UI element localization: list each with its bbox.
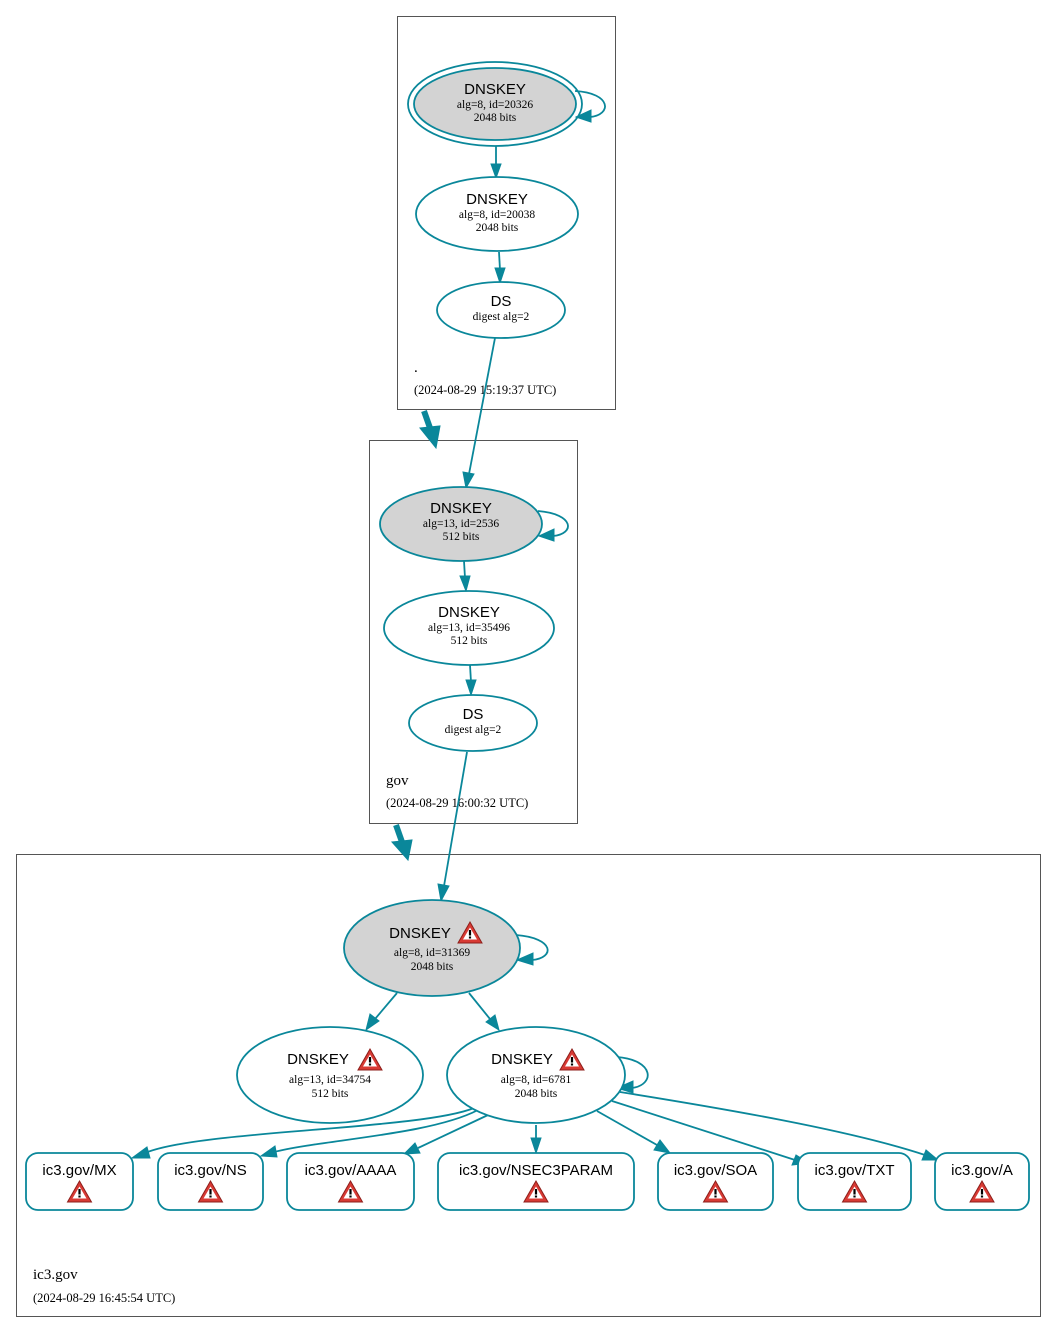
rrset-txt: ic3.gov/TXT xyxy=(797,1152,912,1211)
node-root-ksk: DNSKEY alg=8, id=20326 2048 bits xyxy=(407,61,583,147)
node-ic3-ksk: DNSKEY alg=8, id=31369 2048 bits xyxy=(343,899,521,997)
node-detail: alg=8, id=20326 xyxy=(457,99,533,111)
edges xyxy=(130,90,940,1166)
zone-root-box xyxy=(397,16,616,410)
node-size: 512 bits xyxy=(451,635,488,647)
node-root-ds: DS digest alg=2 xyxy=(436,281,566,339)
node-title: DS xyxy=(463,706,484,723)
rrset-label: ic3.gov/AAAA xyxy=(305,1162,397,1179)
node-title: DNSKEY xyxy=(466,191,528,208)
node-ic3-key13: DNSKEY alg=13, id=34754 512 bits xyxy=(236,1026,424,1124)
node-detail: alg=13, id=34754 xyxy=(289,1074,371,1086)
node-title: DNSKEY xyxy=(438,604,500,621)
node-size: 2048 bits xyxy=(515,1088,558,1100)
delegation-arrow-root-gov xyxy=(419,410,441,450)
zone-ic3-box xyxy=(16,854,1041,1317)
node-title: DNSKEY xyxy=(430,500,492,517)
rrset-nsec3param: ic3.gov/NSEC3PARAM xyxy=(437,1152,635,1211)
zone-ic3-name: ic3.gov xyxy=(33,1267,78,1283)
rrset-label: ic3.gov/MX xyxy=(42,1162,116,1179)
node-ic3-zsk: DNSKEY alg=8, id=6781 2048 bits xyxy=(446,1026,626,1124)
zone-gov-time: (2024-08-29 16:00:32 UTC) xyxy=(386,796,528,810)
node-detail: alg=8, id=31369 xyxy=(394,947,470,959)
node-title: DNSKEY xyxy=(287,1051,349,1068)
node-size: 2048 bits xyxy=(474,112,517,124)
node-size: 2048 bits xyxy=(476,222,519,234)
node-detail: digest alg=2 xyxy=(445,724,502,736)
node-size: 2048 bits xyxy=(411,961,454,973)
rrset-label: ic3.gov/NSEC3PARAM xyxy=(459,1162,613,1179)
node-title: DNSKEY xyxy=(464,81,526,98)
node-detail: alg=13, id=35496 xyxy=(428,622,510,634)
node-title: DNSKEY xyxy=(389,925,451,942)
rrset-label: ic3.gov/TXT xyxy=(814,1162,894,1179)
node-root-zsk: DNSKEY alg=8, id=20038 2048 bits xyxy=(415,176,579,252)
rrset-soa: ic3.gov/SOA xyxy=(657,1152,774,1211)
zone-gov-box xyxy=(369,440,578,824)
node-gov-zsk: DNSKEY alg=13, id=35496 512 bits xyxy=(383,590,555,666)
node-detail: alg=13, id=2536 xyxy=(423,518,499,530)
rrset-label: ic3.gov/SOA xyxy=(674,1162,757,1179)
rrset-label: ic3.gov/A xyxy=(951,1162,1013,1179)
zone-gov-name: gov xyxy=(386,773,409,789)
node-size: 512 bits xyxy=(312,1088,349,1100)
node-title: DS xyxy=(491,293,512,310)
rrset-mx: ic3.gov/MX xyxy=(25,1152,134,1211)
zone-ic3-time: (2024-08-29 16:45:54 UTC) xyxy=(33,1291,175,1305)
node-gov-ds: DS digest alg=2 xyxy=(408,694,538,752)
node-detail: digest alg=2 xyxy=(473,311,530,323)
delegation-arrow-gov-ic3 xyxy=(390,824,413,862)
node-detail: alg=8, id=20038 xyxy=(459,209,535,221)
rrset-label: ic3.gov/NS xyxy=(174,1162,247,1179)
node-detail: alg=8, id=6781 xyxy=(501,1074,572,1086)
zone-root-name: . xyxy=(414,360,418,376)
node-gov-ksk: DNSKEY alg=13, id=2536 512 bits xyxy=(379,486,543,562)
rrset-a: ic3.gov/A xyxy=(934,1152,1030,1211)
node-size: 512 bits xyxy=(443,531,480,543)
node-title: DNSKEY xyxy=(491,1051,553,1068)
rrset-aaaa: ic3.gov/AAAA xyxy=(286,1152,415,1211)
rrset-ns: ic3.gov/NS xyxy=(157,1152,264,1211)
